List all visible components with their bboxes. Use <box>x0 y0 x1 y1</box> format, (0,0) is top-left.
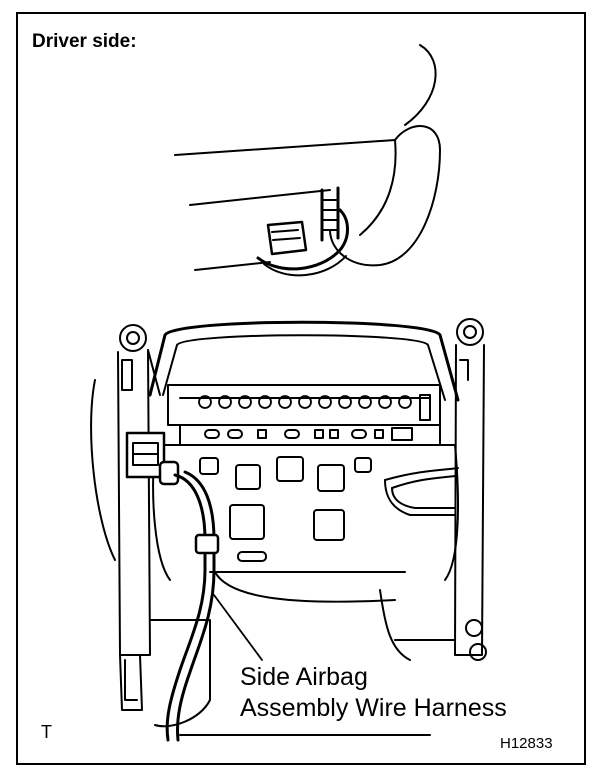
diagram-frame <box>16 12 586 765</box>
wire-harness-callout: Side Airbag Assembly Wire Harness <box>240 662 507 724</box>
figure-code: H12833 <box>500 735 553 752</box>
seat-cushion-detail <box>174 44 441 277</box>
wire-harness <box>125 431 263 742</box>
callout-line-2: Assembly Wire Harness <box>240 694 507 722</box>
corner-mark: T <box>41 722 52 742</box>
callout-line-1: Side Airbag <box>240 663 368 691</box>
driver-side-heading: Driver side: <box>32 31 137 52</box>
seat-back-frame <box>90 318 487 736</box>
